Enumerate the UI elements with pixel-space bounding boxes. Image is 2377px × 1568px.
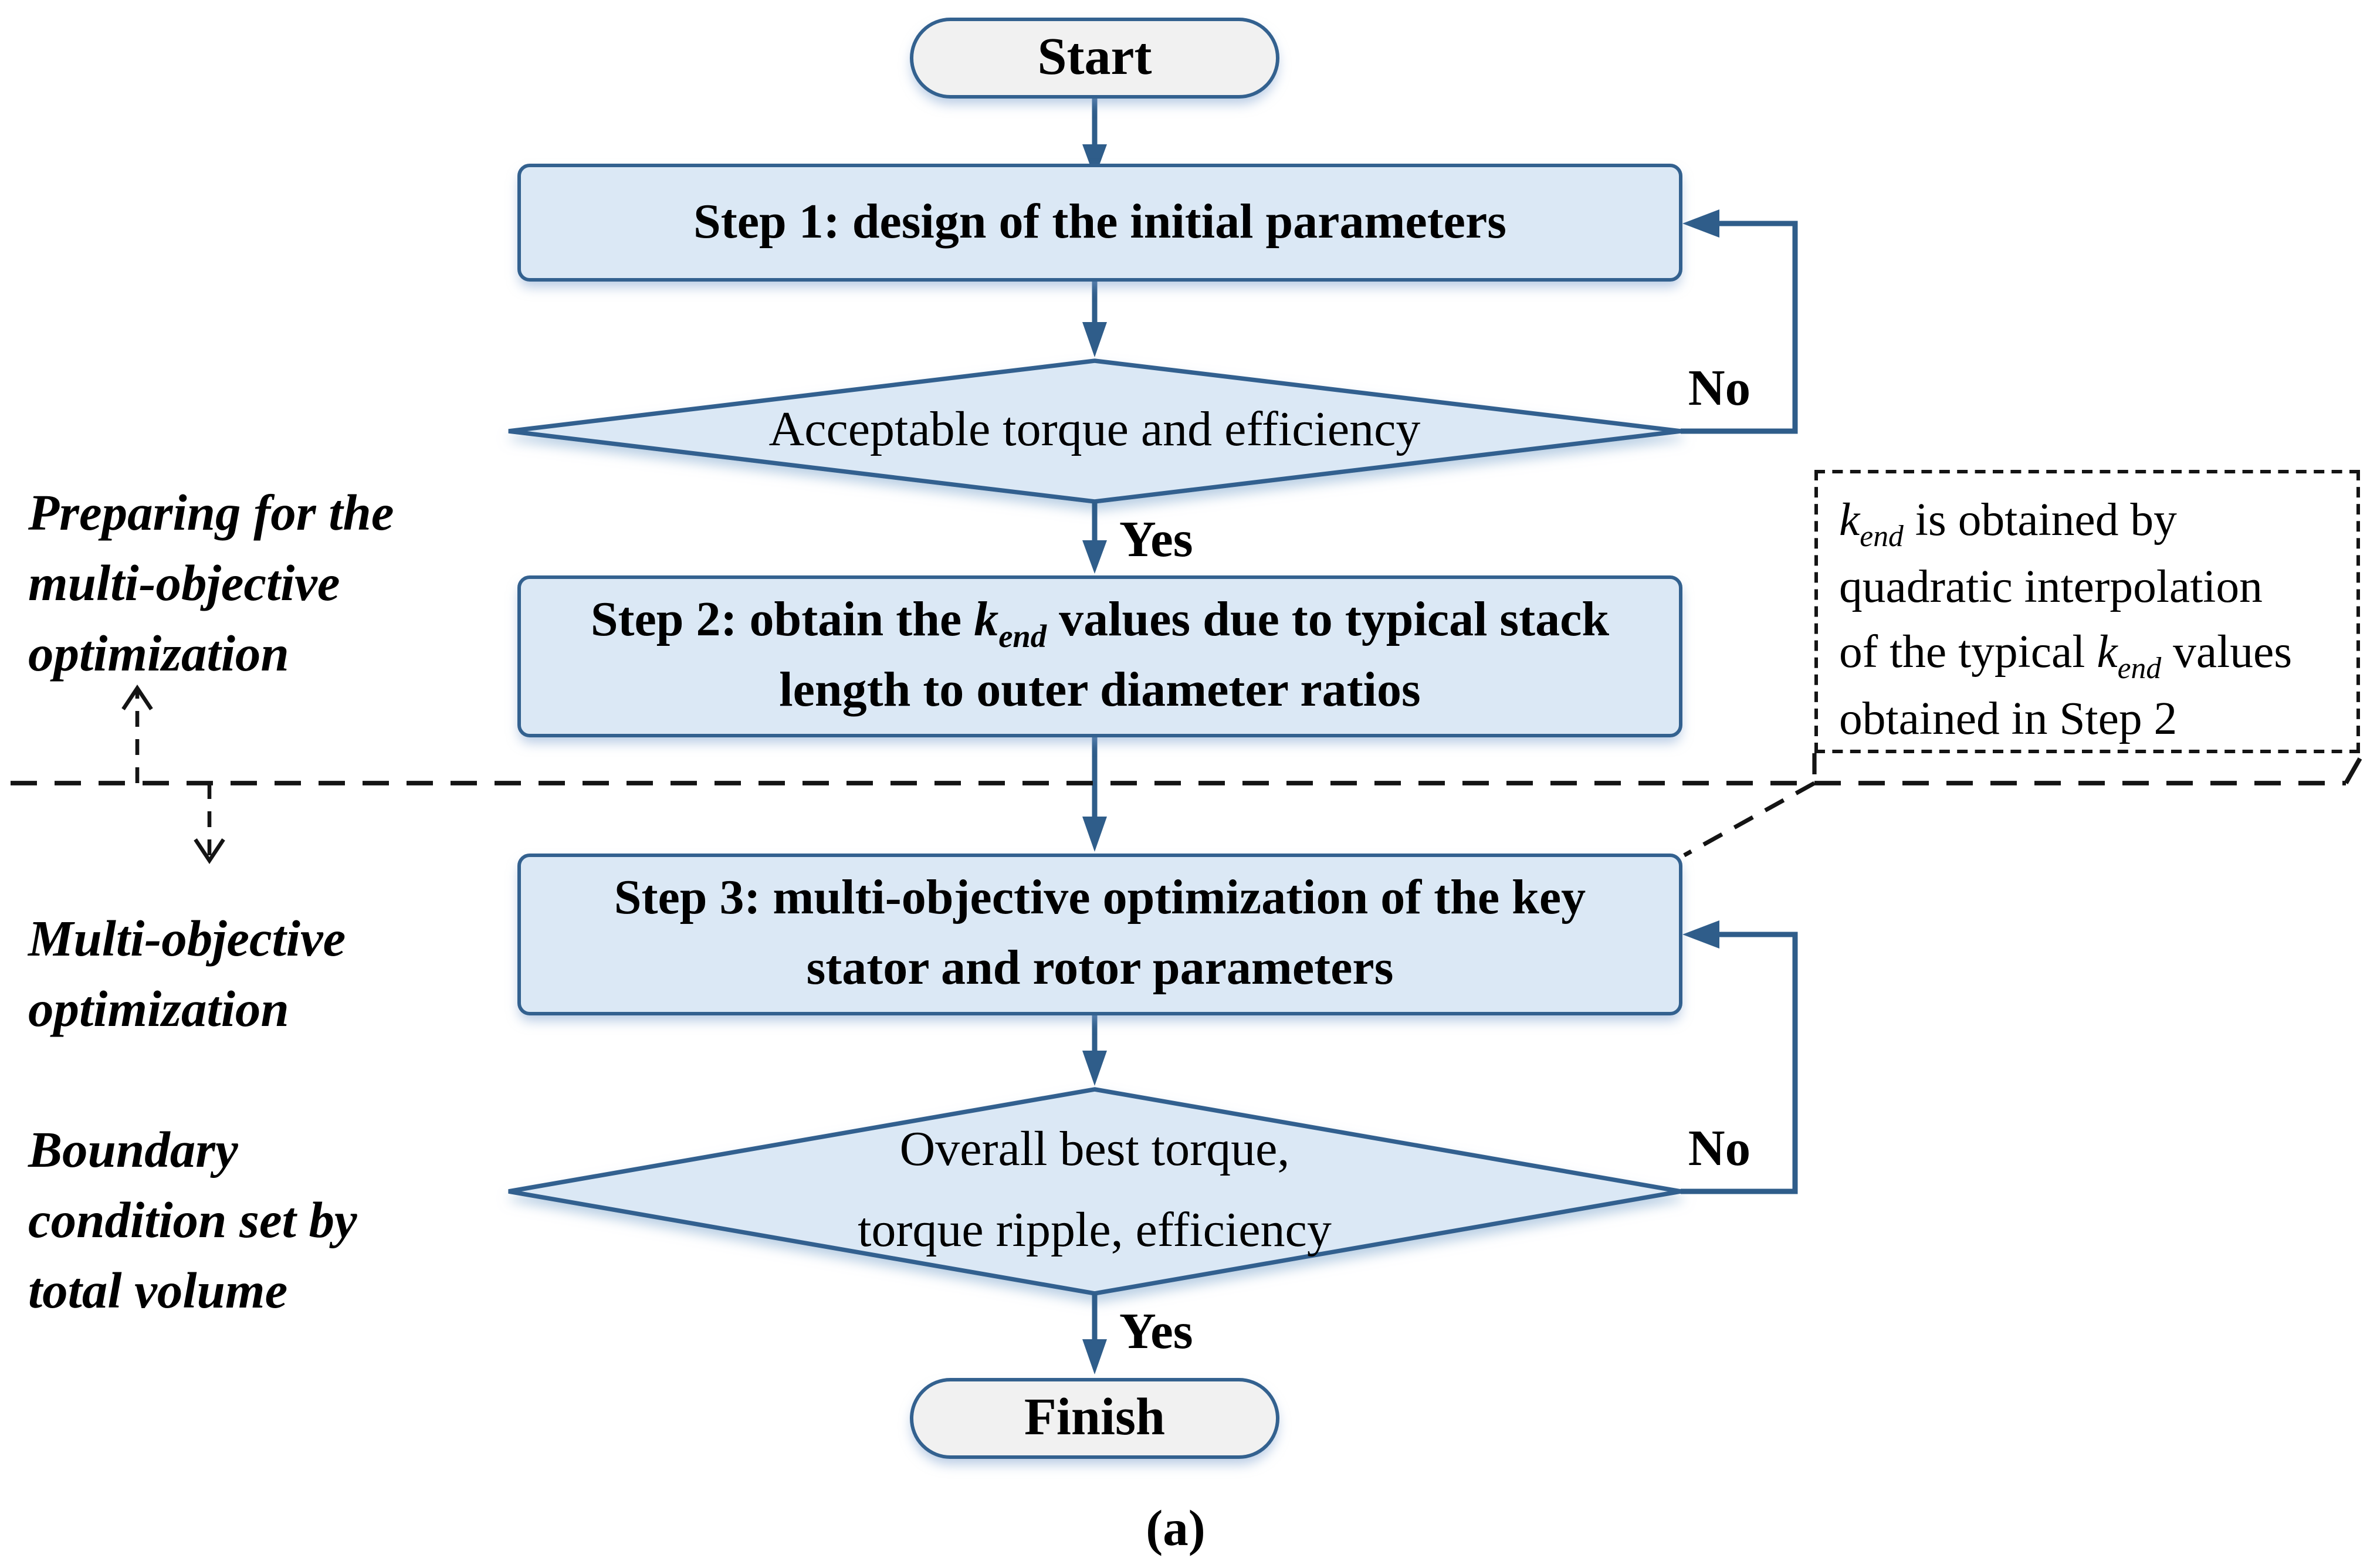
no-loop-2 [1681, 920, 1798, 1194]
phase-down-arrow [194, 783, 225, 864]
note-line2: quadratic interpolation [1839, 558, 2263, 612]
yes-label-2: Yes [1119, 1304, 1193, 1360]
kend-note-box: kend is obtained by quadratic interpolat… [1814, 470, 2360, 753]
phase-label-multi-objective: Multi-objective optimization [28, 912, 346, 1038]
decision1-diamond [508, 358, 1681, 504]
flow-arrows [1082, 99, 1107, 1374]
step3-node: Step 3: multi-objective optimization of … [517, 854, 1682, 1015]
no-loop-1 [1681, 209, 1798, 434]
phase-separator-dashed-line [11, 757, 2362, 785]
finish-label: Finish [1024, 1388, 1166, 1447]
step1-label: Step 1: design of the initial parameters [693, 194, 1506, 249]
step3-line2: stator and rotor parameters [806, 942, 1394, 996]
finish-node: Finish [910, 1378, 1279, 1459]
step1-node: Step 1: design of the initial parameters [517, 164, 1682, 282]
yes-label-1: Yes [1119, 512, 1193, 568]
decision2-diamond [508, 1087, 1681, 1296]
no-label-1: No [1688, 361, 1751, 417]
phase-label-preparing: Preparing for the multi-objective optimi… [28, 486, 394, 683]
step2-line2: length to outer diameter ratios [779, 663, 1421, 718]
phase-up-arrow [121, 685, 153, 783]
note-line3: of the typical kend values [1839, 625, 2293, 685]
start-label: Start [1037, 28, 1152, 86]
figure-caption: (a) [1146, 1501, 1206, 1557]
start-node: Start [910, 18, 1279, 99]
no-label-2: No [1688, 1121, 1751, 1177]
note-leader-dashed-line [1683, 753, 1817, 858]
k-end-symbol: k [974, 593, 999, 648]
phase-label-boundary: Boundary condition set by total volume [28, 1123, 357, 1320]
note-line4: obtained in Step 2 [1839, 690, 2178, 744]
note-line1: kend is obtained by [1839, 493, 2177, 553]
step2-node: Step 2: obtain the kend values due to ty… [517, 575, 1682, 737]
step3-line1: Step 3: multi-objective optimization of … [614, 871, 1586, 926]
step2-line1: Step 2: obtain the kend values due to ty… [590, 593, 1610, 654]
